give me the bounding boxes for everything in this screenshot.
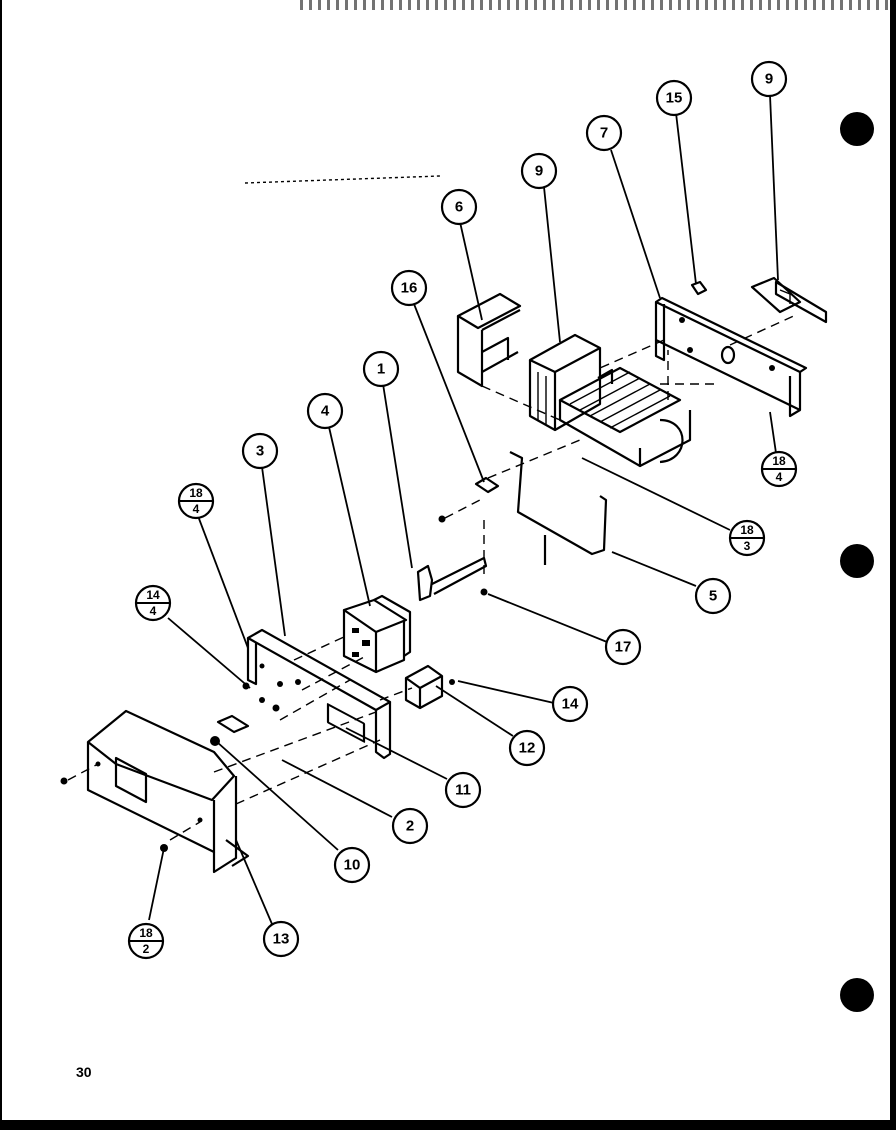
callout-18-3: 18 3 bbox=[728, 519, 766, 557]
assembly-line bbox=[169, 821, 201, 841]
callout-10: 10 bbox=[333, 846, 371, 884]
assembly-line bbox=[481, 385, 561, 421]
part-9-mold-block bbox=[528, 333, 602, 432]
callout-label: 17 bbox=[615, 639, 632, 656]
callout-label: 12 bbox=[519, 740, 536, 757]
callout-4: 4 bbox=[306, 392, 344, 430]
callout-3: 3 bbox=[241, 432, 279, 470]
callout-label: 1 bbox=[377, 361, 385, 378]
assembly-line bbox=[729, 313, 799, 346]
assembly-line bbox=[279, 679, 351, 721]
callout-11: 11 bbox=[444, 771, 482, 809]
callout-1: 1 bbox=[362, 350, 400, 388]
assembly-line bbox=[301, 655, 367, 691]
part-5-wire-harness bbox=[509, 451, 608, 565]
callout-label: 9 bbox=[765, 71, 773, 88]
part-6-bracket bbox=[456, 292, 522, 388]
callout-6: 6 bbox=[440, 188, 478, 226]
callout-5: 5 bbox=[694, 577, 732, 615]
callout-fraction-bottom: 4 bbox=[193, 502, 200, 516]
callout-label: 4 bbox=[321, 403, 330, 420]
assembly-line bbox=[379, 687, 413, 701]
part-7-mounting-plate bbox=[654, 296, 808, 418]
callout-16: 16 bbox=[390, 269, 428, 307]
callout-18-4-right: 18 4 bbox=[760, 450, 798, 488]
callout-fraction-bottom: 3 bbox=[744, 539, 751, 553]
part-1-switch bbox=[416, 556, 488, 602]
binder-hole-middle bbox=[840, 544, 874, 578]
scan-border-bottom bbox=[0, 1120, 896, 1130]
callout-14: 14 bbox=[551, 685, 589, 723]
callout-13: 13 bbox=[262, 920, 300, 958]
scan-noise-top bbox=[300, 0, 890, 10]
callout-label: 9 bbox=[535, 163, 543, 180]
callout-15: 15 bbox=[655, 79, 693, 117]
assembly-line bbox=[444, 499, 481, 519]
callout-label: 6 bbox=[455, 199, 463, 216]
callout-fraction-top: 14 bbox=[146, 588, 160, 602]
assembly-line bbox=[293, 635, 347, 661]
callout-17: 17 bbox=[604, 628, 642, 666]
binder-hole-top bbox=[840, 112, 874, 146]
callout-2: 2 bbox=[391, 807, 429, 845]
part-4-control-module bbox=[342, 594, 412, 674]
part-3-control-bracket bbox=[242, 628, 392, 760]
callout-label: 2 bbox=[406, 818, 414, 835]
callout-fraction-top: 18 bbox=[139, 926, 153, 940]
assembly-line bbox=[235, 739, 381, 805]
callout-label: 15 bbox=[666, 90, 683, 107]
callout-fraction-bottom: 4 bbox=[776, 470, 783, 484]
callout-18-2: 18 2 bbox=[127, 922, 165, 960]
callout-fraction-top: 18 bbox=[740, 523, 754, 537]
callout-label: 11 bbox=[455, 782, 471, 799]
part-15-clip bbox=[690, 280, 708, 296]
callout-label: 7 bbox=[600, 125, 608, 142]
assembly-line bbox=[213, 711, 377, 773]
part-16-bracket bbox=[438, 476, 500, 523]
assembly-line bbox=[599, 339, 665, 369]
part-13-cover bbox=[60, 709, 250, 874]
callout-label: 16 bbox=[401, 280, 418, 297]
callout-label: 14 bbox=[562, 696, 579, 713]
scan-border-right bbox=[890, 0, 896, 1130]
callout-fraction-bottom: 2 bbox=[143, 942, 150, 956]
callout-label: 13 bbox=[273, 931, 290, 948]
callout-label: 3 bbox=[256, 443, 264, 460]
callout-9-right: 9 bbox=[750, 60, 788, 98]
callout-fraction-bottom: 4 bbox=[150, 604, 157, 618]
callout-fraction-top: 18 bbox=[189, 486, 203, 500]
callout-label: 10 bbox=[344, 857, 361, 874]
part-9-right-bracket bbox=[750, 276, 828, 324]
part-2-clip bbox=[210, 714, 250, 746]
scan-border-left bbox=[0, 0, 2, 1130]
ice-maker-body bbox=[558, 366, 692, 468]
callout-12: 12 bbox=[508, 729, 546, 767]
scan-noise-line bbox=[244, 175, 441, 184]
leader-lines bbox=[148, 94, 779, 925]
page-number: 30 bbox=[76, 1064, 92, 1080]
callout-14-4: 14 4 bbox=[134, 584, 172, 622]
assembly-line bbox=[67, 763, 99, 781]
callout-9-left: 9 bbox=[520, 152, 558, 190]
callout-fraction-top: 18 bbox=[772, 454, 786, 468]
callout-label: 5 bbox=[709, 588, 717, 605]
callout-18-4-left: 18 4 bbox=[177, 482, 215, 520]
binder-hole-bottom bbox=[840, 978, 874, 1012]
assembly-line bbox=[487, 439, 581, 479]
callout-7: 7 bbox=[585, 114, 623, 152]
part-12-relay bbox=[404, 664, 455, 710]
